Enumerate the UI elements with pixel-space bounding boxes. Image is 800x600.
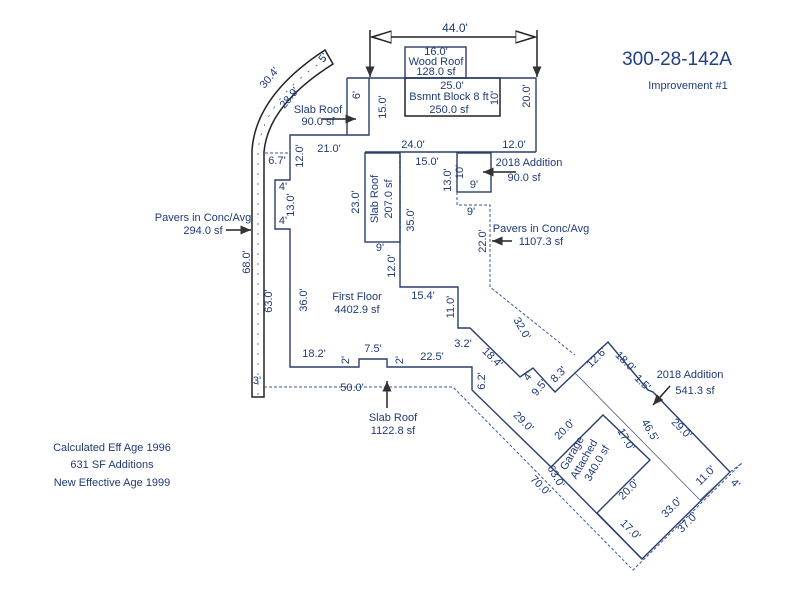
- dim-label: 35.0': [405, 208, 417, 232]
- addition-541-label: 2018 Addition: [657, 369, 724, 381]
- dim-label: 18.4': [480, 345, 505, 370]
- slab-roof-90-area: 90.0 sf: [301, 116, 335, 128]
- dim-label: 4': [728, 477, 742, 491]
- dim-label: 10': [454, 165, 466, 179]
- dim-label: 21.0': [317, 143, 341, 155]
- dim-label: 12.0': [502, 139, 526, 151]
- dim-label: 5': [316, 51, 330, 65]
- slab-roof-90-label: Slab Roof: [294, 104, 343, 116]
- parcel-id: 300-28-142A: [622, 49, 732, 70]
- pavers-1107-label: Pavers in Conc/Avg: [493, 223, 589, 235]
- wood-roof-area-value: 128.0 sf: [416, 66, 456, 78]
- dim-label: 9': [470, 179, 478, 191]
- dim-label: 6.7': [268, 155, 285, 167]
- note-eff-age: Calculated Eff Age 1996: [53, 442, 171, 454]
- dim-label: 4': [521, 369, 536, 383]
- dim-label: 9': [376, 242, 384, 254]
- dim-label: 30.4': [258, 65, 282, 91]
- slab-roof-1122-outline: [264, 386, 743, 571]
- dim-label: 33.0': [659, 495, 684, 520]
- first-floor-label: First Floor: [332, 291, 382, 303]
- slab-roof-1122-label: Slab Roof: [369, 412, 418, 424]
- improvement-label: Improvement #1: [648, 80, 727, 92]
- dim-label: 32.0': [511, 315, 533, 341]
- dim-label: 4': [279, 215, 287, 227]
- dim-label: 20.0': [521, 84, 533, 108]
- addition-90-label: 2018 Addition: [496, 157, 563, 169]
- dim-label: 11.0': [445, 296, 457, 319]
- dim-label: 2': [394, 356, 406, 364]
- dim-label: 13.0': [442, 168, 454, 192]
- dim-label: 4': [279, 181, 287, 193]
- dim-label: 15.0': [377, 95, 389, 119]
- pavers-294-area: 294.0 sf: [183, 225, 223, 237]
- dim-label: 10': [489, 91, 501, 105]
- pavers-294-label: Pavers in Conc/Avg: [155, 212, 251, 224]
- first-floor-outline: [274, 77, 731, 560]
- dim-label: 11.0': [694, 464, 719, 489]
- dim-label: 3': [253, 375, 261, 387]
- dim-label: 20.0': [616, 477, 641, 502]
- dim-label: 44.0': [442, 21, 468, 35]
- dim-label: 15.4': [411, 290, 435, 302]
- dim-label: 17.0': [615, 426, 637, 452]
- dim-label: 50.0': [340, 382, 364, 394]
- basement-area-value: 250.0 sf: [429, 104, 469, 116]
- wood-roof-label: Wood Roof: [409, 56, 465, 68]
- dim-label: 18.2': [302, 348, 326, 360]
- pavers-1107-area: 1107.3 sf: [519, 236, 564, 248]
- slab-roof-1122-area: 1122.8 sf: [371, 425, 416, 437]
- addition-541-area: 541.3 sf: [675, 385, 715, 397]
- note-additions: 631 SF Additions: [70, 459, 154, 471]
- dim-label: 24.0': [401, 139, 425, 151]
- dim-label: 37.0': [675, 510, 700, 535]
- dim-label: 12.6': [584, 345, 609, 370]
- dim-label: 16.0': [424, 46, 448, 58]
- slab-roof-207-label: Slab Roof: [369, 174, 381, 223]
- dim-label: 25.0': [440, 80, 464, 92]
- overall-width-dimension: [365, 30, 542, 77]
- dim-label: 68.0': [241, 250, 253, 274]
- dim-label: 12.0': [294, 144, 306, 168]
- slab-roof-207-area: 207.0 sf: [383, 178, 395, 218]
- dim-label: 36.0': [298, 288, 310, 312]
- pavers-1107-outline: [456, 192, 576, 356]
- dim-label: 15.0': [415, 156, 439, 168]
- pavers-walkway: [251, 48, 335, 398]
- dim-label: 9': [467, 206, 475, 218]
- dim-label: 22.0': [477, 229, 489, 253]
- dim-label: 22.5': [420, 351, 444, 363]
- note-new-eff-age: New Effective Age 1999: [54, 477, 171, 489]
- dim-label: 3.2': [454, 338, 471, 350]
- dim-label: 23.0': [350, 190, 362, 214]
- dim-label: 13.0': [285, 193, 297, 217]
- dim-label: 6.2': [476, 372, 488, 389]
- dim-label: 12.0': [386, 254, 398, 278]
- dim-label: 63.0': [263, 289, 275, 313]
- basement-label: Bsmnt Block 8 ft: [409, 91, 488, 103]
- first-floor-area: 4402.9 sf: [334, 304, 380, 316]
- dim-label: 6': [351, 91, 363, 99]
- dim-label: 7.5': [364, 343, 381, 355]
- dim-label: 18.0': [613, 349, 638, 374]
- garage-outline: [550, 414, 652, 560]
- dim-label: 46.5': [639, 417, 661, 443]
- addition-90-area-value: 90.0 sf: [507, 172, 541, 184]
- dim-label: 70.0': [528, 473, 553, 498]
- dimension-labels: 44.0' 16.0' 25.0' 10' 6' 15.0' 20.0' 28.…: [241, 21, 742, 542]
- dim-label: 29.0': [669, 416, 694, 441]
- dim-label: 2': [340, 356, 352, 364]
- slab-roof-207-area: [364, 152, 401, 243]
